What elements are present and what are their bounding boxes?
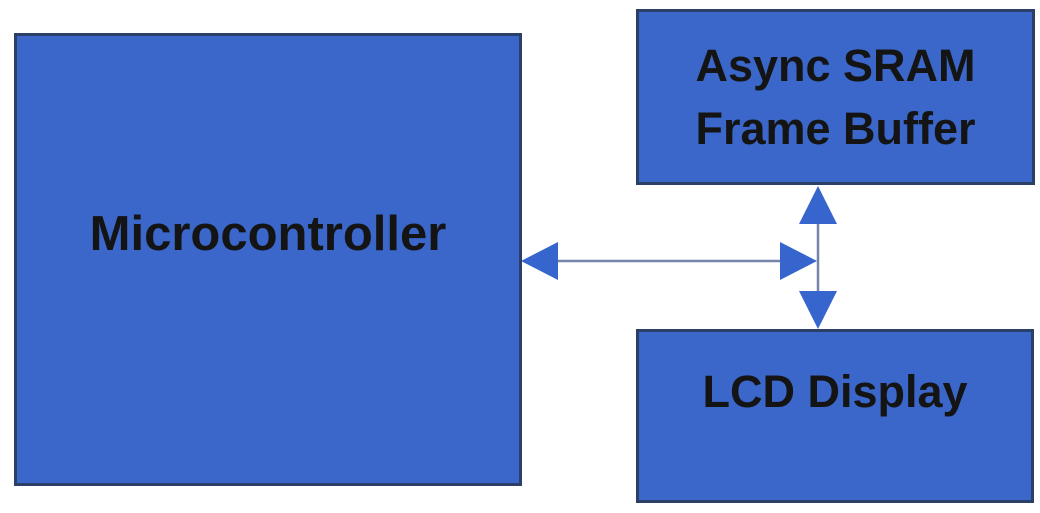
node-async-sram-frame-buffer: Async SRAM Frame Buffer xyxy=(636,9,1035,185)
node-microcontroller-label: Microcontroller xyxy=(89,206,447,261)
node-frame-buffer-label-line1: Async SRAM xyxy=(695,40,976,91)
arrowhead-right-icon xyxy=(780,242,817,280)
node-frame-buffer-label-line2: Frame Buffer xyxy=(695,103,976,154)
vertical-bidirectional-arrow-icon xyxy=(799,186,837,329)
node-lcd-display-label: LCD Display xyxy=(702,366,968,417)
node-microcontroller: Microcontroller xyxy=(14,33,522,486)
node-lcd-display: LCD Display xyxy=(636,329,1034,503)
arrowhead-down-icon xyxy=(799,291,837,329)
arrowhead-left-icon xyxy=(521,242,558,280)
horizontal-bidirectional-arrow-icon xyxy=(521,242,817,280)
arrowhead-up-icon xyxy=(799,186,837,224)
